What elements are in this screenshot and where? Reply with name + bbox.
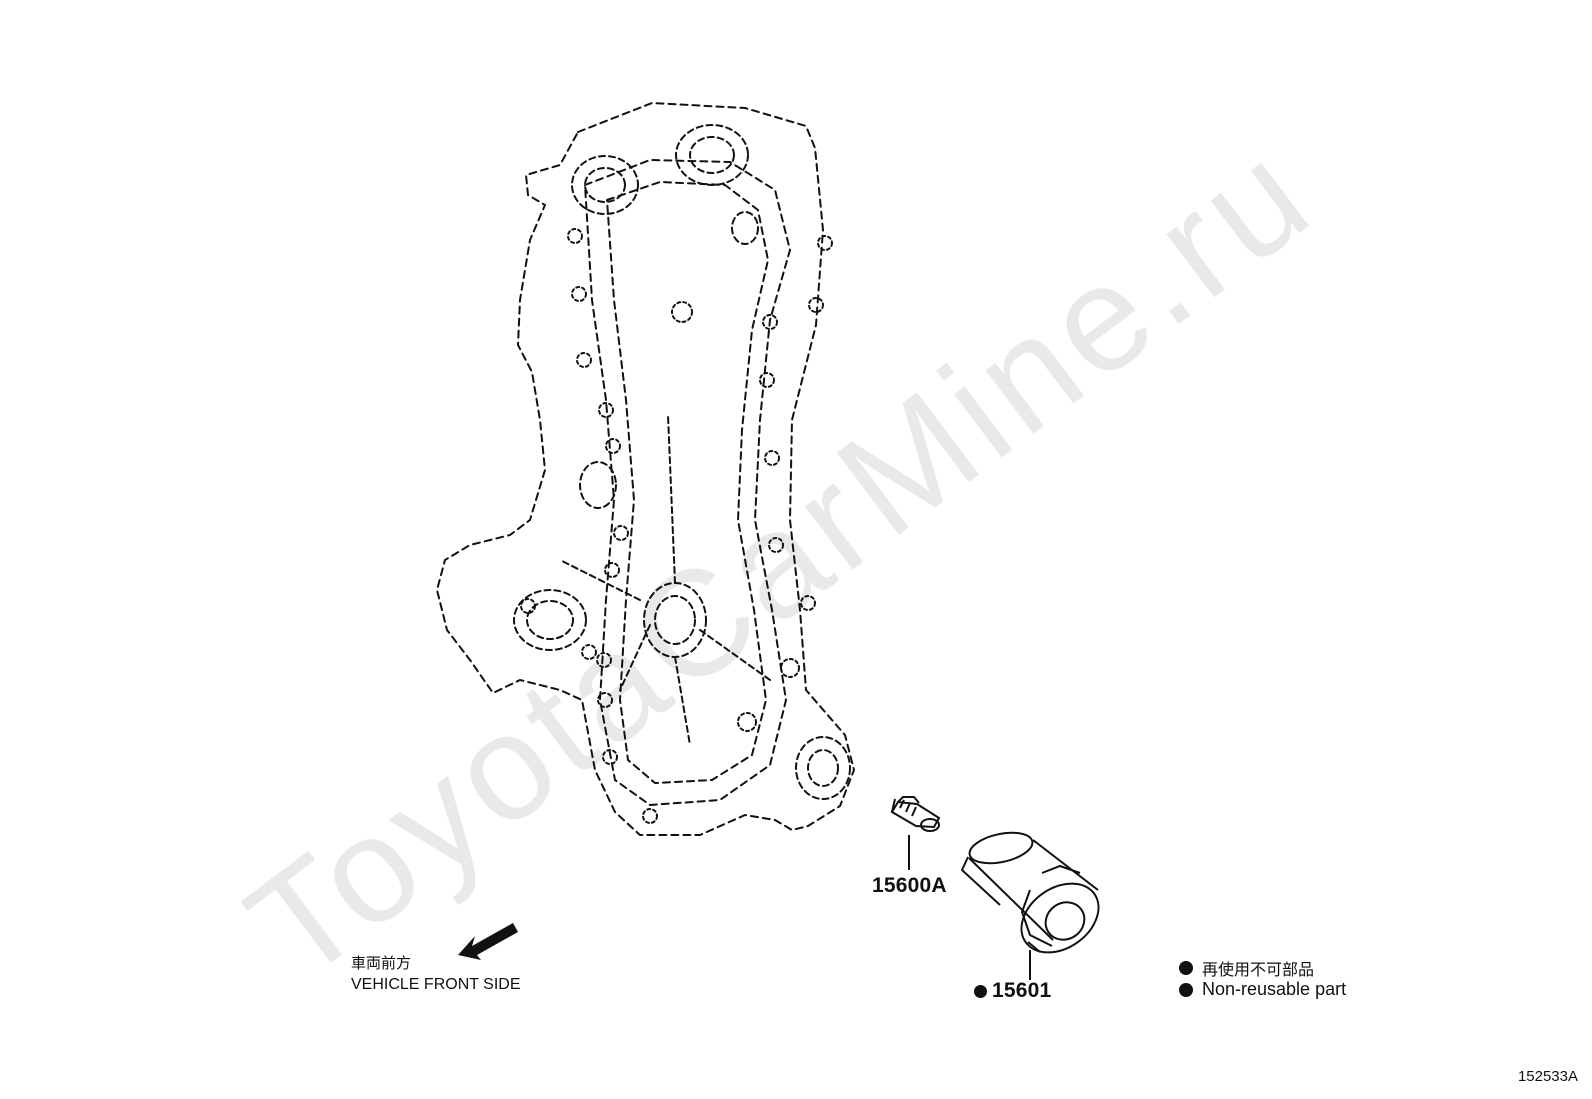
front-arrow-icon	[458, 923, 518, 960]
diagram-id: 152533A	[1517, 1068, 1578, 1085]
part-number-oil-filter-text: 15601	[992, 979, 1052, 1002]
legend-row-en: Non-reusable part	[1179, 979, 1346, 1000]
legend-label-jp: 再使用不可部品	[1202, 960, 1315, 979]
part-number-oil-filter[interactable]: 15601	[974, 979, 1051, 1003]
part-number-union-bolt[interactable]: 15600A	[872, 874, 947, 897]
non-reusable-marker-icon	[974, 984, 987, 998]
legend-row-jp: 再使用不可部品	[1179, 956, 1314, 980]
union-bolt-drawing	[890, 796, 941, 870]
front-label-en: VEHICLE FRONT SIDE	[351, 976, 521, 993]
oil-filter-drawing	[960, 831, 1100, 980]
legend-label-en: Non-reusable part	[1202, 979, 1347, 999]
front-label-jp: 車両前方	[351, 954, 412, 972]
legend-dot-icon	[1179, 982, 1193, 997]
legend-dot-icon	[1179, 961, 1193, 975]
timing-chain-cover	[436, 102, 855, 836]
